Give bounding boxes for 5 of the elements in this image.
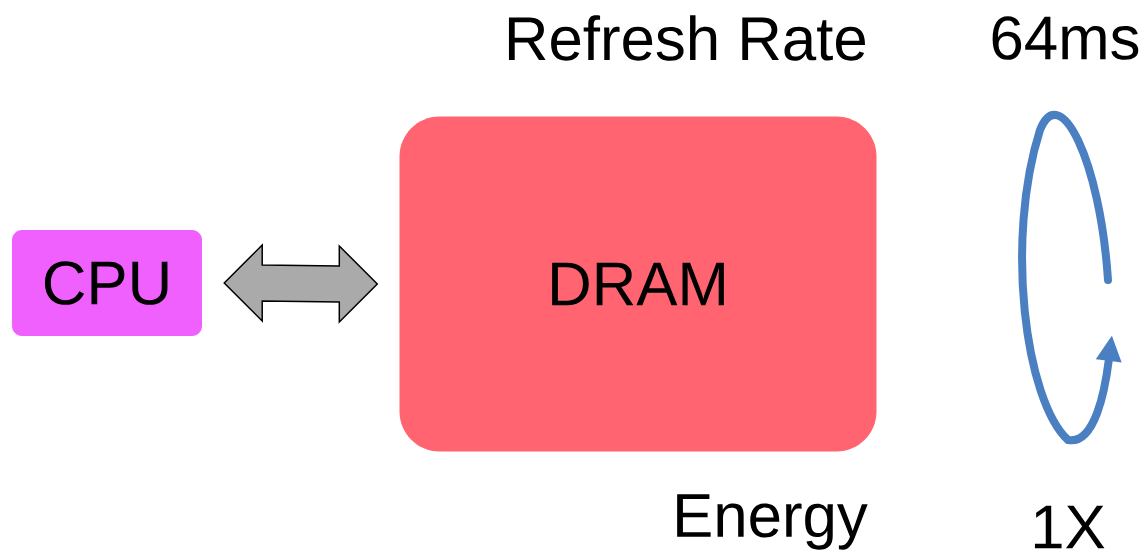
value-label: 1X <box>1034 505 1105 549</box>
memory-box: DRAM <box>399 116 877 452</box>
double-arrow <box>223 243 379 324</box>
value-label: 64ms <box>992 16 1139 60</box>
processor-box: CPU <box>12 230 202 336</box>
